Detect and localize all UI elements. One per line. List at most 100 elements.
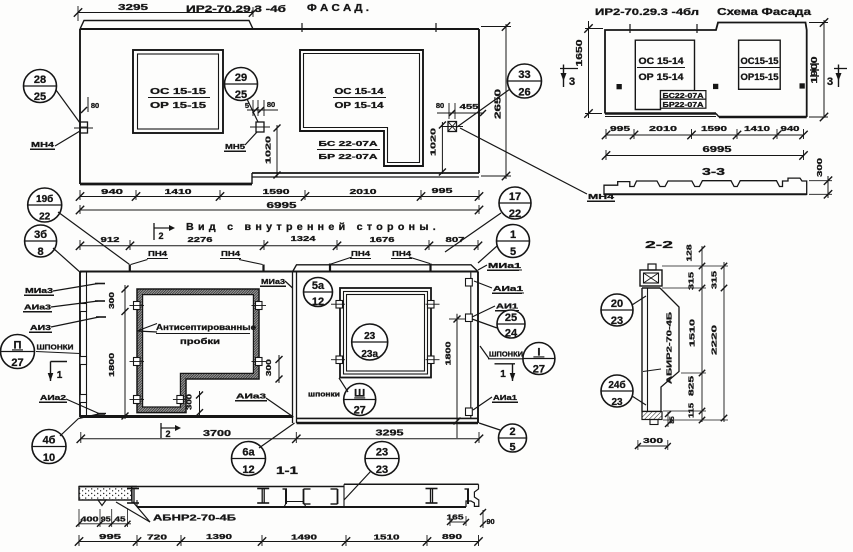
svg-text:АИа1: АИа1	[493, 286, 523, 293]
svg-text:455: 455	[460, 102, 479, 111]
svg-text:5а: 5а	[312, 280, 325, 292]
svg-text:1800: 1800	[109, 353, 116, 377]
svg-text:Ш: Ш	[354, 388, 365, 400]
svg-text:БР22-07А: БР22-07А	[663, 102, 704, 109]
svg-text:4б: 4б	[43, 435, 56, 447]
svg-text:2276: 2276	[188, 235, 213, 244]
svg-text:МН4: МН4	[31, 140, 55, 149]
svg-text:165: 165	[447, 515, 464, 522]
svg-text:27: 27	[533, 363, 545, 375]
svg-text:23: 23	[376, 447, 388, 459]
svg-text:ОС 15-15: ОС 15-15	[150, 87, 207, 96]
svg-text:1650: 1650	[575, 39, 584, 67]
svg-text:25: 25	[235, 89, 247, 101]
svg-text:1020: 1020	[429, 128, 438, 156]
svg-text:1: 1	[510, 229, 516, 241]
svg-text:22: 22	[39, 212, 51, 223]
svg-text:45: 45	[115, 517, 126, 524]
svg-text:ОР15-15: ОР15-15	[741, 72, 780, 83]
svg-text:МИа1: МИа1	[488, 263, 521, 270]
svg-text:912: 912	[101, 235, 120, 244]
svg-text:995: 995	[610, 124, 630, 133]
svg-text:ПН4: ПН4	[148, 251, 167, 258]
svg-text:300: 300	[109, 292, 116, 309]
svg-text:80: 80	[91, 101, 99, 110]
svg-text:2010: 2010	[649, 124, 677, 133]
svg-text:1390: 1390	[206, 532, 232, 541]
svg-text:1020: 1020	[264, 136, 273, 164]
svg-text:23: 23	[376, 464, 388, 476]
svg-text:95: 95	[101, 517, 111, 524]
svg-text:24б: 24б	[608, 379, 625, 391]
svg-text:1410: 1410	[744, 124, 770, 133]
svg-text:5: 5	[245, 101, 249, 110]
svg-text:80: 80	[267, 100, 275, 109]
svg-text:3295: 3295	[376, 429, 405, 438]
svg-text:1590: 1590	[263, 187, 290, 196]
svg-text:3: 3	[569, 76, 575, 88]
svg-text:ПН4: ПН4	[351, 251, 370, 258]
svg-text:23: 23	[364, 331, 376, 342]
svg-text:890: 890	[442, 532, 462, 541]
svg-text:МИа3: МИа3	[25, 288, 53, 295]
svg-text:АИа3: АИа3	[236, 392, 266, 401]
svg-text:115: 115	[689, 403, 696, 418]
svg-text:АИа1: АИа1	[493, 395, 517, 402]
svg-text:I: I	[537, 347, 540, 359]
svg-text:1676: 1676	[370, 235, 395, 244]
svg-text:3-3: 3-3	[702, 166, 725, 178]
svg-text:3б: 3б	[34, 229, 47, 241]
svg-text:1490: 1490	[291, 533, 317, 542]
svg-text:ШПОНКИ: ШПОНКИ	[489, 352, 523, 359]
svg-text:Схема Фасада: Схема Фасада	[717, 6, 811, 18]
svg-text:300: 300	[187, 394, 194, 410]
svg-text:шпонки: шпонки	[308, 392, 340, 399]
svg-text:АИа3: АИа3	[24, 305, 51, 312]
svg-text:26: 26	[518, 87, 530, 99]
svg-text:ИР2-70.29.3 -4б: ИР2-70.29.3 -4б	[186, 4, 286, 15]
svg-text:Ф А С А Д .: Ф А С А Д .	[307, 3, 369, 14]
svg-text:28: 28	[34, 74, 46, 86]
svg-text:1: 1	[57, 370, 63, 381]
svg-text:ОР 15-15: ОР 15-15	[150, 101, 207, 110]
svg-text:1510: 1510	[688, 319, 697, 347]
svg-text:1: 1	[500, 369, 506, 380]
svg-text:ОС15-15: ОС15-15	[741, 56, 780, 67]
svg-text:АИа2: АИа2	[40, 395, 66, 402]
svg-text:400: 400	[81, 517, 99, 524]
svg-text:АИ1: АИ1	[496, 304, 518, 311]
svg-text:2: 2	[509, 426, 515, 438]
svg-text:300: 300	[643, 436, 663, 445]
svg-text:23: 23	[611, 315, 623, 327]
svg-text:20: 20	[611, 298, 623, 310]
svg-text:300: 300	[266, 359, 273, 376]
svg-text:23а: 23а	[361, 349, 378, 360]
svg-text:3700: 3700	[203, 429, 232, 438]
svg-text:6995: 6995	[703, 145, 733, 154]
svg-text:5: 5	[509, 442, 515, 454]
svg-text:33: 33	[518, 69, 530, 81]
svg-text:1-1: 1-1	[276, 465, 298, 477]
svg-text:2-2: 2-2	[645, 239, 673, 251]
svg-text:Антисептированные: Антисептированные	[156, 322, 256, 332]
svg-text:940: 940	[781, 124, 800, 133]
svg-text:19б: 19б	[36, 193, 53, 205]
svg-text:3295: 3295	[118, 3, 149, 12]
svg-text:2010: 2010	[350, 187, 377, 196]
svg-text:1900: 1900	[810, 56, 819, 84]
svg-text:МИа3: МИа3	[261, 277, 285, 286]
svg-text:10: 10	[43, 452, 55, 464]
svg-text:1800: 1800	[445, 341, 452, 365]
svg-text:2: 2	[165, 429, 170, 439]
svg-text:23: 23	[611, 397, 623, 408]
svg-text:1410: 1410	[165, 187, 192, 196]
svg-text:995: 995	[99, 532, 121, 541]
svg-text:АИ3: АИ3	[30, 325, 51, 332]
svg-text:940: 940	[101, 187, 123, 196]
svg-text:25: 25	[34, 91, 46, 103]
svg-text:МН4: МН4	[588, 192, 615, 201]
svg-text:27: 27	[11, 357, 23, 369]
svg-text:80: 80	[436, 101, 444, 110]
svg-text:пробки: пробки	[180, 336, 220, 346]
svg-text:720: 720	[147, 533, 167, 542]
